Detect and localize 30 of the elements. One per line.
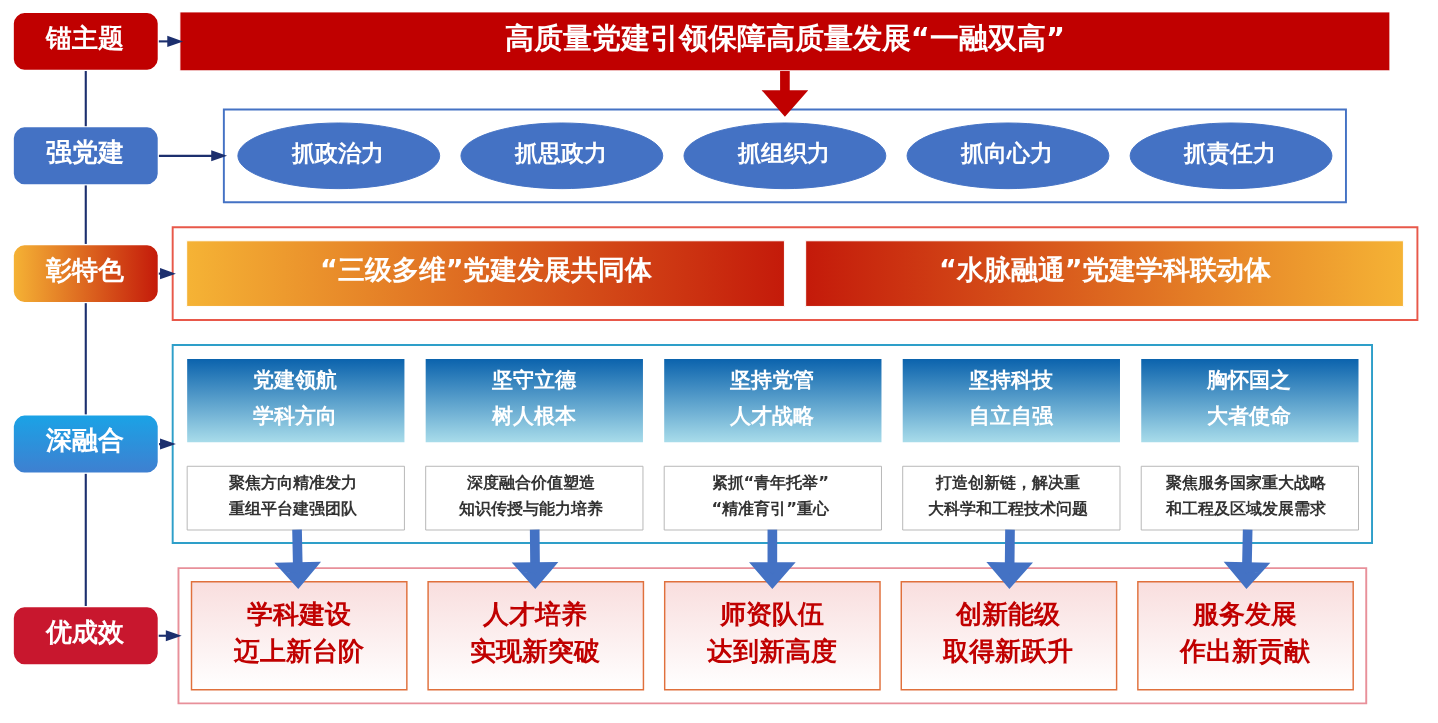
arrow: [986, 529, 1033, 589]
connector: [84, 185, 87, 244]
node-box: 锚主题: [11, 10, 160, 72]
cluster: [171, 344, 1373, 544]
node-box: 优成效: [11, 605, 160, 667]
arrow: [749, 529, 796, 589]
arrow: [158, 150, 228, 162]
cluster: [171, 226, 1419, 321]
node-ellipse: 抓责任力: [1129, 122, 1333, 190]
arrow: [511, 529, 559, 589]
connector: [84, 473, 87, 606]
node-ellipse: 抓向心力: [906, 122, 1110, 190]
node-box: “水脉融通”党建学科联动体: [805, 240, 1404, 307]
cluster: [177, 567, 1368, 705]
arrow: [1223, 529, 1271, 589]
node-box: 高质量党建引领保障高质量发展“一融双高”: [179, 11, 1391, 72]
node-box: 创新能级取得新跃升: [900, 580, 1118, 691]
node-ellipse: 抓思政力: [460, 122, 664, 190]
arrow: [274, 529, 322, 589]
connector: [84, 71, 87, 127]
node-box: 师资队伍达到新高度: [663, 580, 881, 691]
node-box: 人才培养实现新突破: [427, 580, 645, 691]
node-ellipse: 抓政治力: [237, 122, 441, 190]
connector: [84, 303, 87, 415]
node-box: 强党建: [11, 125, 160, 187]
node-box: “三级多维”党建发展共同体: [186, 240, 785, 307]
node-ellipse: 抓组织力: [683, 122, 887, 190]
node-box: 学科建设迈上新台阶: [190, 580, 408, 691]
cluster: [222, 108, 1347, 204]
node-box: 服务发展作出新贡献: [1137, 580, 1354, 691]
